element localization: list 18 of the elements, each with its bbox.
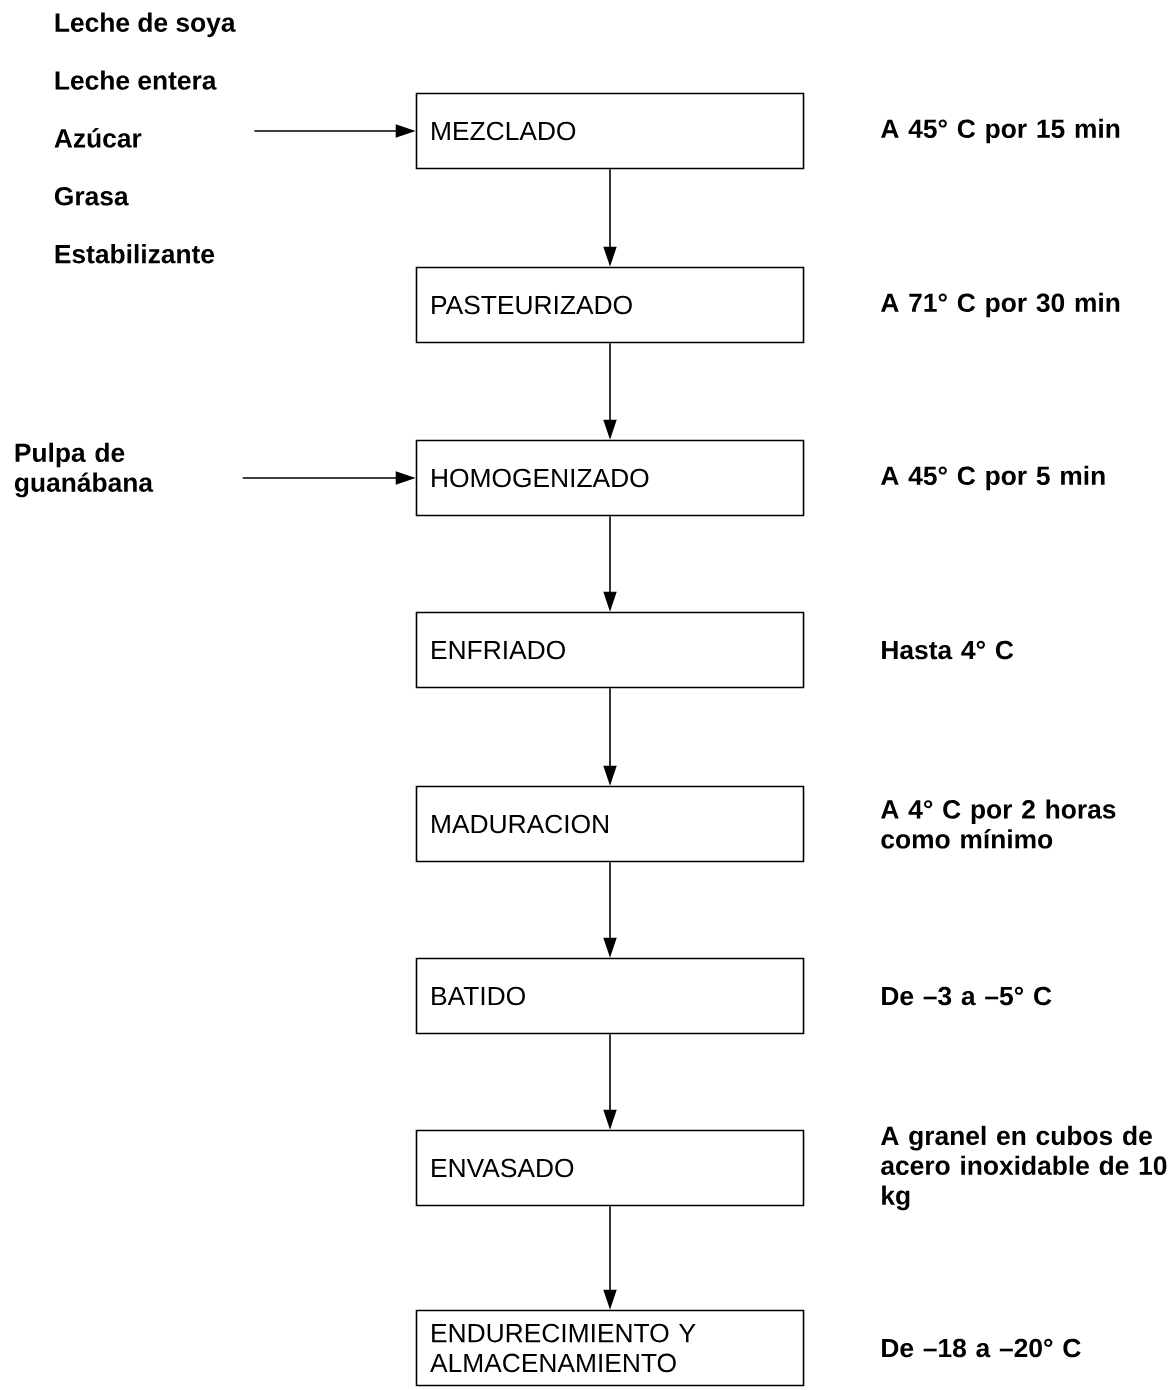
- step-note: A granel en cubos de acero inoxidable de 10 kg: [881, 1125, 1167, 1211]
- process-box: ENVASADO: [415, 1129, 805, 1207]
- input-label: Pulpa de guanábana: [14, 442, 154, 498]
- process-box: ENFRIADO: [415, 611, 805, 689]
- step-note: Hasta 4° C: [882, 640, 1014, 660]
- step-note: A 45° C por 15 min: [881, 118, 1120, 144]
- step-note: A 4° C por 2 horas como mínimo: [881, 799, 1116, 849]
- process-box: PASTEURIZADO: [415, 266, 805, 344]
- process-box: MEZCLADO: [415, 92, 805, 170]
- step-note: De –3 a –5° C: [882, 986, 1052, 1006]
- process-box: BATIDO: [415, 957, 805, 1035]
- ingredient-list: Leche de soya Leche entera Azúcar Grasa Estabilizante: [54, 12, 236, 264]
- process-box: ENDURECIMIENTO Y ALMACENAMIENTO: [415, 1309, 805, 1387]
- process-box: HOMOGENIZADO: [415, 439, 805, 517]
- step-note: A 45° C por 5 min: [881, 465, 1105, 491]
- step-note: De –18 a –20° C: [882, 1338, 1081, 1358]
- process-box: MADURACION: [415, 785, 805, 863]
- step-note: A 71° C por 30 min: [881, 292, 1120, 318]
